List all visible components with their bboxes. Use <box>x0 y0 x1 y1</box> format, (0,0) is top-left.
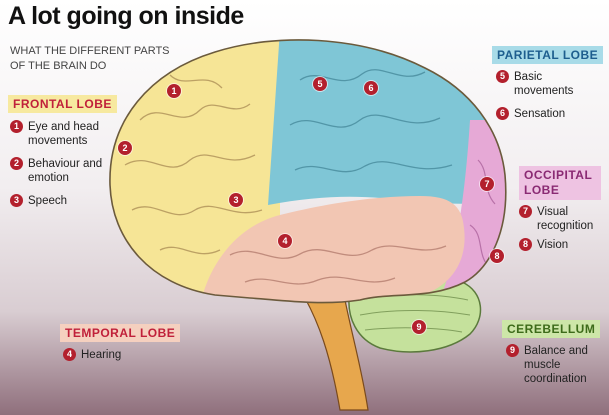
marker-7: 7 <box>480 177 494 191</box>
legend-text-6: Sensation <box>514 108 566 120</box>
marker-3: 3 <box>229 193 243 207</box>
legend-item-7: 7 Visual recognition <box>519 205 601 233</box>
legend-text-1: Eye and head movements <box>28 121 99 147</box>
marker-9: 9 <box>412 320 426 334</box>
badge-7: 7 <box>519 205 532 218</box>
legend-item-6: 6 Sensation <box>496 107 596 121</box>
legend-item-9: 9 Balance and muscle coordination <box>506 344 604 386</box>
legend-item-2: 2 Behaviour and emotion <box>10 157 120 185</box>
parietal-lobe-heading: PARIETAL LOBE <box>492 46 604 64</box>
page-title: A lot going on inside <box>8 2 244 30</box>
marker-4: 4 <box>278 234 292 248</box>
legend-text-7: Visual recognition <box>537 206 594 232</box>
badge-9: 9 <box>506 344 519 357</box>
legend-item-3: 3 Speech <box>10 194 120 208</box>
badge-5: 5 <box>496 70 509 83</box>
badge-8: 8 <box>519 238 532 251</box>
legend-text-2: Behaviour and emotion <box>28 158 103 184</box>
temporal-region <box>200 196 465 303</box>
legend-item-1: 1 Eye and head movements <box>10 120 120 148</box>
frontal-lobe-heading: FRONTAL LOBE <box>8 95 117 113</box>
cerebellum-heading: CEREBELLUM <box>502 320 601 338</box>
legend-item-5: 5 Basic movements <box>496 70 596 98</box>
legend-item-8: 8 Vision <box>519 238 601 252</box>
badge-4: 4 <box>63 348 76 361</box>
legend-text-8: Vision <box>537 239 569 251</box>
marker-1: 1 <box>167 84 181 98</box>
legend-text-3: Speech <box>28 195 68 207</box>
badge-3: 3 <box>10 194 23 207</box>
legend-item-4: 4 Hearing <box>63 348 173 362</box>
subtitle: What the different parts of the brain do <box>10 45 170 72</box>
legend-text-4: Hearing <box>81 349 122 361</box>
brain-stem <box>303 297 369 411</box>
marker-6: 6 <box>364 81 378 95</box>
legend-text-5: Basic movements <box>514 71 574 97</box>
legend-text-9: Balance and muscle coordination <box>524 345 588 385</box>
temporal-lobe-heading: TEMPORAL LOBE <box>60 324 181 342</box>
marker-8: 8 <box>490 249 504 263</box>
badge-2: 2 <box>10 157 23 170</box>
marker-2: 2 <box>118 141 132 155</box>
occipital-lobe-heading: OCCIPITAL LOBE <box>519 166 601 200</box>
marker-5: 5 <box>313 77 327 91</box>
badge-6: 6 <box>496 107 509 120</box>
badge-1: 1 <box>10 120 23 133</box>
